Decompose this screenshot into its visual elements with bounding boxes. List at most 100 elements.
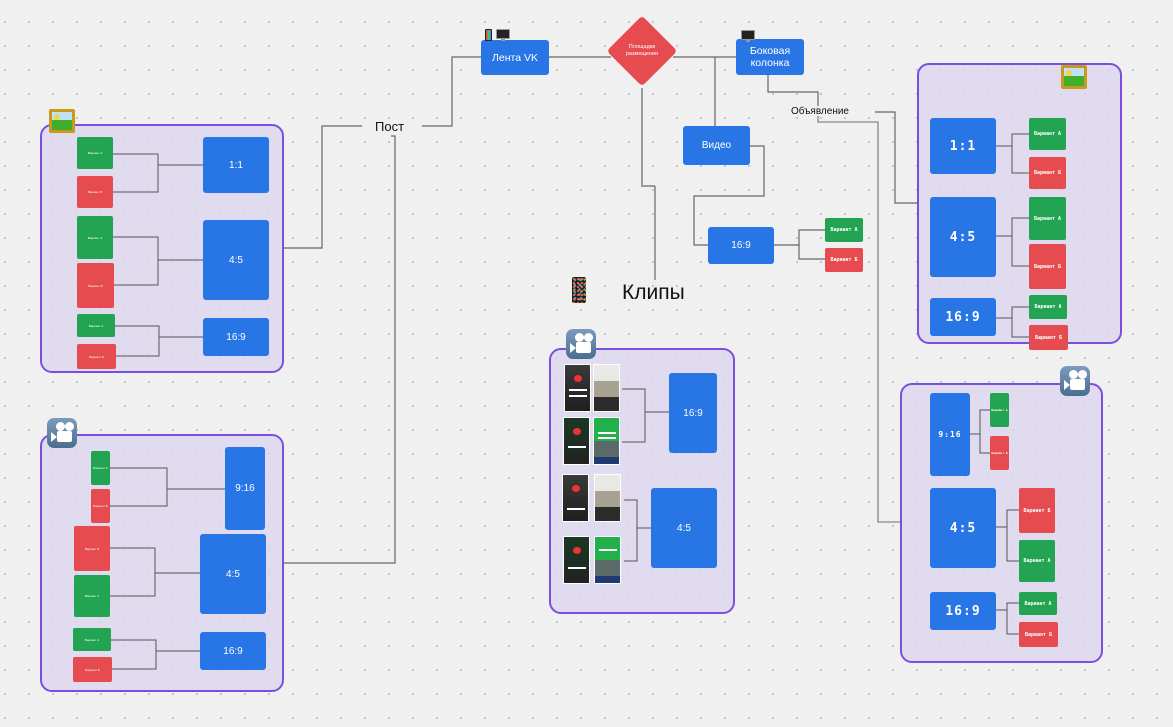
variant-b-node[interactable]: Вариант Б [77,176,113,208]
variant-b-node[interactable]: Вариант Б [73,657,112,682]
variant-label: Вариант А [93,466,108,470]
ratio-node-9-16[interactable]: 9:16 [225,447,265,530]
ratio-label: 16:9 [223,645,243,657]
format-post-label: Пост [375,119,405,134]
variant-a-node[interactable]: Вариант А [1029,118,1066,150]
ratio-node-16-9[interactable]: 16:9 [669,373,717,453]
variant-b-node[interactable]: Вариант Б [1029,157,1066,189]
connector-root-clips [641,88,655,187]
variant-b-node[interactable]: Вариант Б [1019,488,1055,533]
ratio-label: 16:9 [226,331,246,343]
variant-label: Вариант А [1023,558,1051,564]
ratio-node-9-16[interactable]: 9:16 [930,393,970,476]
variant-b-node[interactable]: Вариант Б [1029,244,1066,289]
ratio-label: 16:9 [945,603,981,619]
ratio-node-16-9[interactable]: 16:9 [930,298,996,336]
connector-sidebar-ad [767,70,819,106]
variant-a-node[interactable]: Вариант А [1029,295,1067,319]
variant-a-node[interactable]: Вариант А [77,314,115,337]
connector-post-image-group [284,125,362,249]
variant-label: Вариант А [1024,600,1052,607]
variant-a-node[interactable]: Вариант А [825,218,863,242]
variant-label: Вариант Б [1023,507,1051,514]
clip-thumbnail[interactable] [594,536,621,584]
variant-label: Вариант Б [85,667,100,672]
variant-label: Вариант А [84,594,100,598]
variant-label: Вариант Б [1034,334,1063,341]
variant-label: Вариант Б [84,546,100,551]
ratio-node-4-5[interactable]: 4:5 [203,220,269,300]
variant-label: Вариант Б [1033,263,1062,270]
connector-post-video-group [284,135,396,564]
format-video-node[interactable]: Видео [683,126,750,165]
ratio-node-video-16-9[interactable]: 16:9 [708,227,774,264]
variant-b-node[interactable]: Вариант Б [91,489,110,523]
placement-feed-label: Лента VK [492,51,538,64]
clip-thumbnail[interactable] [563,417,590,465]
clip-thumbnail[interactable] [564,364,591,412]
variant-a-node[interactable]: Вариант А [1019,540,1055,582]
variant-label: Вариант А [84,637,100,642]
movie-camera-icon [566,329,596,359]
variant-label: Вариант А [87,235,103,240]
ratio-label: 16:9 [731,240,751,251]
ratio-node-4-5[interactable]: 4:5 [930,488,996,568]
ratio-node-1-1[interactable]: 1:1 [930,118,996,174]
variant-b-node[interactable]: Вариант Б [825,248,863,272]
format-clips-label: Клипы [622,281,685,304]
ratio-node-4-5[interactable]: 4:5 [651,488,717,568]
ratio-node-16-9[interactable]: 16:9 [200,632,266,670]
ratio-label: 1:1 [949,138,977,154]
variant-label: Вариант А [1033,131,1062,137]
variant-b-node[interactable]: Вариант Б [990,436,1009,470]
variant-label: Вариант А [87,151,103,155]
ratio-label: 9:16 [938,430,962,439]
connector-feed-post [422,56,481,127]
ratio-node-1-1[interactable]: 1:1 [203,137,269,193]
connector-ad-image-group [875,111,918,204]
variant-b-node[interactable]: Вариант Б [1019,622,1058,647]
desktop-computer-icon [741,30,755,42]
movie-camera-icon [1060,366,1090,396]
clip-thumbnail[interactable] [562,474,589,522]
ratio-node-4-5[interactable]: 4:5 [200,534,266,614]
variant-a-node[interactable]: Вариант А [73,628,111,651]
clip-thumbnail[interactable] [593,364,620,412]
placement-sidebar-label: Боковая колонка [749,45,791,69]
placement-sidebar-node[interactable]: Боковая колонка [736,39,804,75]
framed-picture-icon [49,109,75,133]
clip-thumbnail[interactable] [563,536,590,584]
mobile-phone-icon [485,29,492,41]
placement-root-label: Площадки размещения [625,44,659,57]
ratio-label: 16:9 [683,407,703,419]
variant-label: Вариант Б [1024,631,1053,638]
variant-a-node[interactable]: Вариант А [1029,197,1066,240]
variant-a-node[interactable]: Вариант А [91,451,110,485]
framed-picture-icon [1061,65,1087,89]
clip-thumbnail[interactable] [594,474,621,522]
variant-b-node[interactable]: Вариант Б [1029,325,1068,350]
variant-label: Вариант А [1034,304,1062,310]
ratio-node-16-9[interactable]: 16:9 [930,592,996,630]
variant-a-node[interactable]: Вариант А [990,393,1009,427]
variant-label: Вариант Б [991,451,1008,455]
format-ad-label: Объявление [791,106,849,117]
variant-a-node[interactable]: Вариант А [77,216,113,259]
ratio-label: 16:9 [945,309,981,325]
ratio-node-4-5[interactable]: 4:5 [930,197,996,277]
variant-a-node[interactable]: Вариант А [77,137,113,169]
desktop-computer-icon [496,29,510,41]
variant-b-node[interactable]: Вариант Б [77,344,116,369]
variant-label: Вариант Б [93,504,108,508]
variant-b-node[interactable]: Вариант Б [77,263,114,308]
placement-feed-node[interactable]: Лента VK [481,40,549,75]
ratio-node-16-9[interactable]: 16:9 [203,318,269,356]
variant-label: Вариант Б [88,283,103,288]
clip-thumbnail[interactable] [593,417,620,465]
ratio-label: 4:5 [949,520,977,536]
ratio-label: 4:5 [229,254,243,266]
variant-a-node[interactable]: Вариант А [1019,592,1057,615]
ratio-label: 4:5 [949,229,977,245]
variant-b-node[interactable]: Вариант Б [74,526,110,571]
variant-a-node[interactable]: Вариант А [74,575,110,617]
